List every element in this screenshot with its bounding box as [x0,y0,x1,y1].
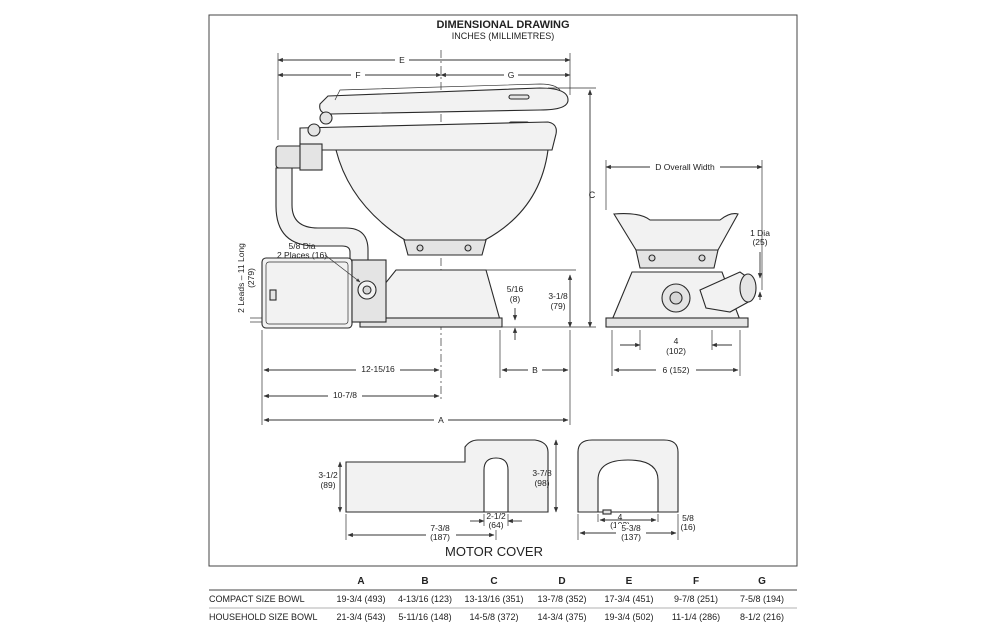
dim-12-15-16: 12-15/16 [361,364,395,374]
table-header-f: F [693,576,699,587]
table-header-e: E [626,576,633,587]
dim-g: G [508,70,515,80]
four-mm-label: (102) [666,346,686,356]
front-view: D Overall Width 1 Dia (25) 4 (102) 6 (15… [605,160,770,376]
mc-3-1-2-mm: (89) [320,480,335,490]
table-header-a: A [357,576,364,587]
mc-5-8: 5/8 [682,513,694,523]
dimension-table: A B C D E F G COMPACT SIZE BOWL 19-3/4 (… [209,576,797,622]
mc-5-3-8-mm: (137) [621,532,641,542]
drawing-frame [208,14,798,567]
table-row-household-name: HOUSEHOLD SIZE BOWL [209,612,318,622]
dim-10-7-8: 10-7/8 [333,390,357,400]
dia-5-8-places-label: 2 Places (16) [277,250,327,260]
mc-5-3-8: 5-3/8 [621,523,641,533]
dim-3-1-8-mm: (79) [550,301,565,311]
mc-5-8-mm: (16) [680,522,695,532]
six-label: 6 (152) [663,365,690,375]
motor-cover-title: MOTOR COVER [445,544,543,559]
mc-2-1-2-mm: (64) [488,520,503,530]
drawing-title: DIMENSIONAL DRAWING [436,19,569,31]
table-cell: 9-7/8 (251) [674,594,718,604]
motor-cover-views: 3-1/2 (89) 3-7/8 (98) 2-1/2 (64) 7-3/8 (… [318,439,696,542]
leads-mm-label: (279) [246,268,256,288]
table-cell: 14-5/8 (372) [469,612,518,622]
table-header-g: G [758,576,766,587]
mc-4: 4 [618,512,623,522]
table-cell: 13-7/8 (352) [537,594,586,604]
table-cell: 19-3/4 (493) [336,594,385,604]
dim-b: B [532,365,538,375]
dim-5-16-mm: (8) [510,294,521,304]
table-cell: 19-3/4 (502) [604,612,653,622]
dim-a: A [438,415,444,425]
table-cell: 7-5/8 (194) [740,594,784,604]
table-cell: 14-3/4 (375) [537,612,586,622]
dim-5-16: 5/16 [507,284,524,294]
table-cell: 5-11/16 (148) [398,612,451,622]
one-dia-label: 1 Dia [750,228,770,238]
table-header-c: C [490,576,497,587]
drawing-subtitle: INCHES (MILLIMETRES) [452,31,555,41]
table-cell: 21-3/4 (543) [336,612,385,622]
table-cell: 13-13/16 (351) [464,594,523,604]
mc-3-1-2: 3-1/2 [318,470,338,480]
dia-5-8-label: 5/8 Dia [289,241,316,251]
mc-7-3-8: 7-3/8 [430,523,450,533]
mc-7-3-8-mm: (187) [430,532,450,542]
one-dia-mm-label: (25) [752,237,767,247]
table-header-d: D [558,576,565,587]
table-cell: 4-13/16 (123) [398,594,452,604]
side-view: 5/8 Dia 2 Places (16) 2 Leads – 11 Long … [236,50,596,425]
dim-e: E [399,55,405,65]
mc-3-7-8-mm: (98) [534,478,549,488]
table-cell: 11-1/4 (286) [672,612,720,622]
table-row-compact-name: COMPACT SIZE BOWL [209,594,305,604]
d-overall-width: D Overall Width [655,162,715,172]
table-cell: 17-3/4 (451) [604,594,653,604]
mc-3-7-8: 3-7/8 [532,468,552,478]
dim-c: C [589,190,596,200]
mc-2-1-2: 2-1/2 [486,511,506,521]
dim-f: F [355,70,360,80]
table-header-b: B [421,576,428,587]
table-cell: 8-1/2 (216) [740,612,784,622]
dim-3-1-8: 3-1/8 [548,291,568,301]
four-label: 4 [674,336,679,346]
leads-label: 2 Leads – 11 Long [236,243,246,313]
